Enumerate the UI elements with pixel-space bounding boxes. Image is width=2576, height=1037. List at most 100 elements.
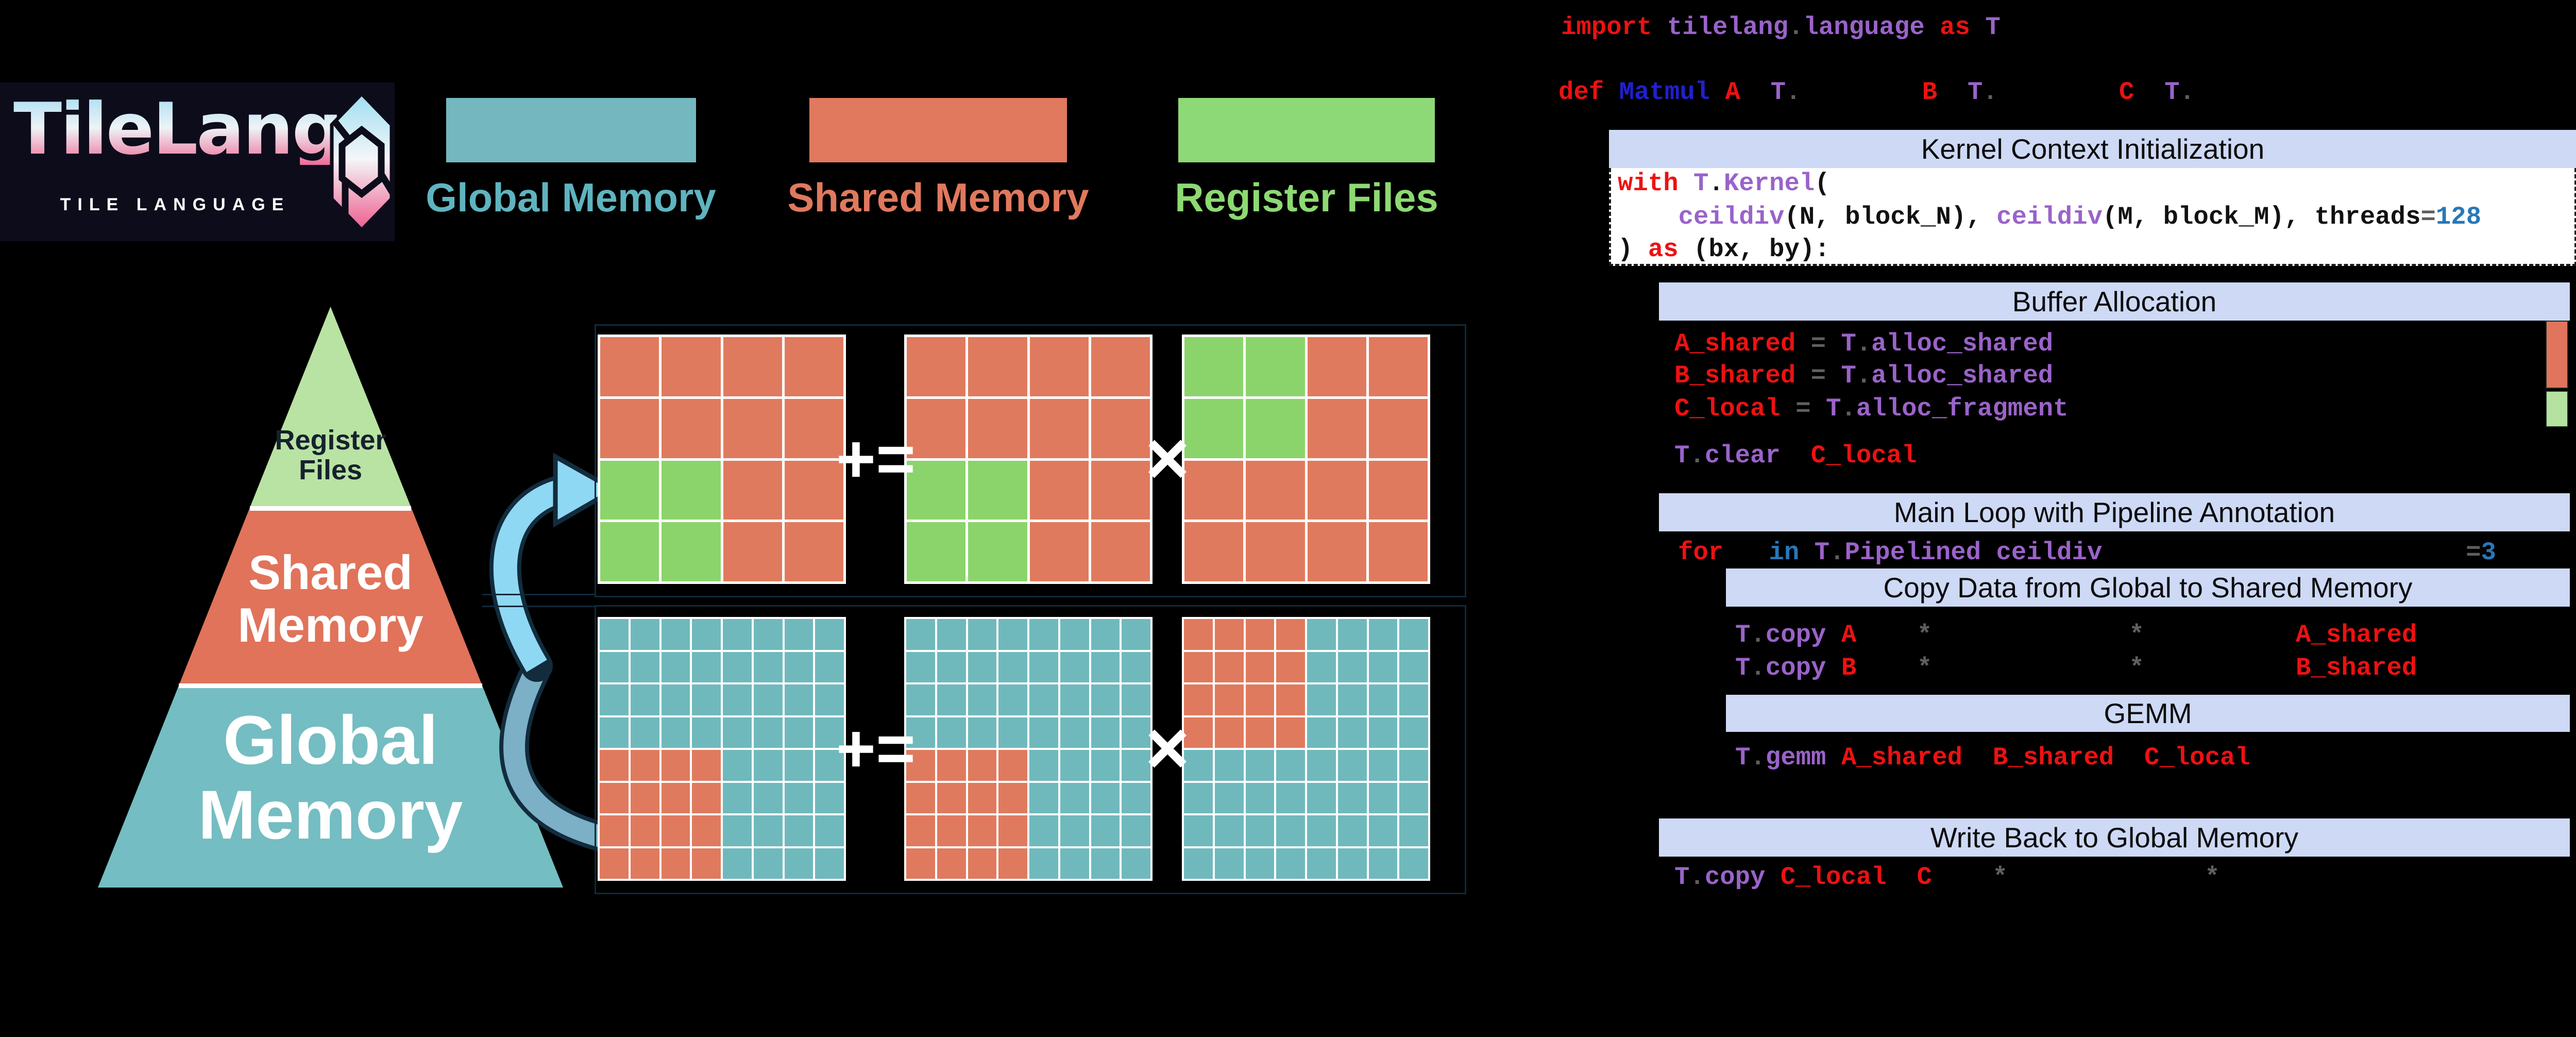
matrix-cell (661, 651, 690, 682)
matrix-cell (1029, 750, 1058, 781)
matrix-cell (600, 782, 629, 813)
matrix-cell (1091, 848, 1120, 879)
code-token: . (1708, 169, 1724, 198)
matrix-cell (906, 717, 935, 748)
code-token: . (1856, 361, 1872, 390)
matrix-cell (998, 815, 1027, 846)
code-token: * (2205, 863, 2220, 892)
matrix-cell (753, 782, 783, 813)
code-token: T (1967, 78, 1983, 107)
matrix-cell (753, 651, 783, 682)
code-token: = (1810, 329, 1826, 358)
matrix-cell (1307, 460, 1366, 520)
code-token: B_shared (1992, 743, 2114, 772)
code-token (1723, 538, 1769, 567)
matrix-cell (784, 337, 843, 396)
code-token: . (2179, 78, 2195, 107)
matrix-cell (815, 815, 844, 846)
matrix-cell (753, 684, 783, 715)
code-token: copy (1765, 621, 1841, 649)
matrix-cell (723, 337, 782, 396)
code-token (2134, 78, 2164, 107)
matrix-cell (1368, 684, 1398, 715)
code-token: ceildiv (1996, 203, 2103, 231)
code-token: alloc_shared (1871, 361, 2054, 390)
code-token: copy (1704, 863, 1781, 892)
matrix-cell (937, 651, 966, 682)
code-token: language (1803, 13, 1940, 42)
matrix-cell (1184, 815, 1213, 846)
matrix-cell (1060, 848, 1089, 879)
matrix-cell (1307, 750, 1336, 781)
matrix-cell (1184, 717, 1213, 748)
matrix-cell (1399, 717, 1428, 748)
tilelang-logo: TileLang TILE LANGUAGE (0, 82, 395, 241)
pyramid-label-shared: Shared Memory (238, 545, 423, 652)
matrix-cell (753, 619, 783, 650)
code-token: A_shared (1674, 329, 1796, 358)
code-token: T (2164, 78, 2180, 107)
matrix-cell (1060, 815, 1089, 846)
matrix-cell (1060, 750, 1089, 781)
matrix-cell (1307, 782, 1336, 813)
matrix-cell (937, 848, 966, 879)
matrix-cell (1122, 848, 1150, 879)
code-token: A_shared (2296, 621, 2417, 649)
legend-swatch-shared (809, 98, 1067, 162)
code-token: alloc_shared (1871, 329, 2054, 358)
matrix-cell (968, 619, 997, 650)
matrix-cell (1399, 815, 1428, 846)
matrix-cell (968, 337, 1027, 396)
code-token: gemm (1765, 743, 1841, 772)
matrix-cell (662, 460, 721, 520)
matrix-cell (1368, 782, 1398, 813)
matrix-cell (1307, 717, 1336, 748)
matrix-cell (906, 750, 935, 781)
matrix-cell (1214, 815, 1244, 846)
matrix-cell (1337, 717, 1367, 748)
matrix-cell (1245, 848, 1275, 879)
code-token: import (1561, 13, 1667, 42)
matrix-cell (968, 398, 1027, 458)
matrix-cell (1060, 651, 1089, 682)
matrix-cell (1368, 717, 1398, 748)
matrix-cell (815, 619, 844, 650)
code-line-for_line: for in T.Pipelined ceildiv =3 (1678, 539, 2496, 566)
matrix-cell (1184, 619, 1213, 650)
code-token: T (1735, 621, 1751, 649)
matrix-cell (815, 651, 844, 682)
code-token: A (1841, 621, 1857, 649)
shared-memory-bar (2546, 321, 2568, 389)
matrix-cell (784, 750, 814, 781)
code-token: . (1689, 863, 1705, 892)
matrix-cell (1184, 337, 1244, 396)
matrix-cell (723, 782, 752, 813)
matrix-cell (998, 619, 1027, 650)
matrix-cell (1307, 848, 1336, 879)
matrix-cell (723, 522, 782, 581)
matrix-cell (1368, 651, 1398, 682)
matrix-cell (723, 651, 752, 682)
matrix-cell (723, 815, 752, 846)
matrix-cell (815, 848, 844, 879)
code-token (1799, 538, 1814, 567)
code-token (1801, 78, 1922, 107)
code-token (1932, 621, 2129, 649)
matrix-cell (661, 619, 690, 650)
matrix-cell (968, 684, 997, 715)
matrix-cell (1184, 750, 1213, 781)
code-token: A_shared (1841, 743, 1963, 772)
code-token: C_local (2144, 743, 2250, 772)
code-token: copy (1765, 654, 1841, 682)
matrix-cell (998, 848, 1027, 879)
code-token: as (1648, 235, 1679, 264)
matrix-cell (907, 522, 966, 581)
matrix-cell (661, 717, 690, 748)
matrix-cell (1091, 522, 1150, 581)
matrix-cell (630, 619, 659, 650)
matrix-cell (600, 337, 659, 396)
matrix-cell (600, 717, 629, 748)
code-token: . (1750, 621, 1766, 649)
matrix-cell (723, 619, 752, 650)
matrix-cell (1245, 815, 1275, 846)
